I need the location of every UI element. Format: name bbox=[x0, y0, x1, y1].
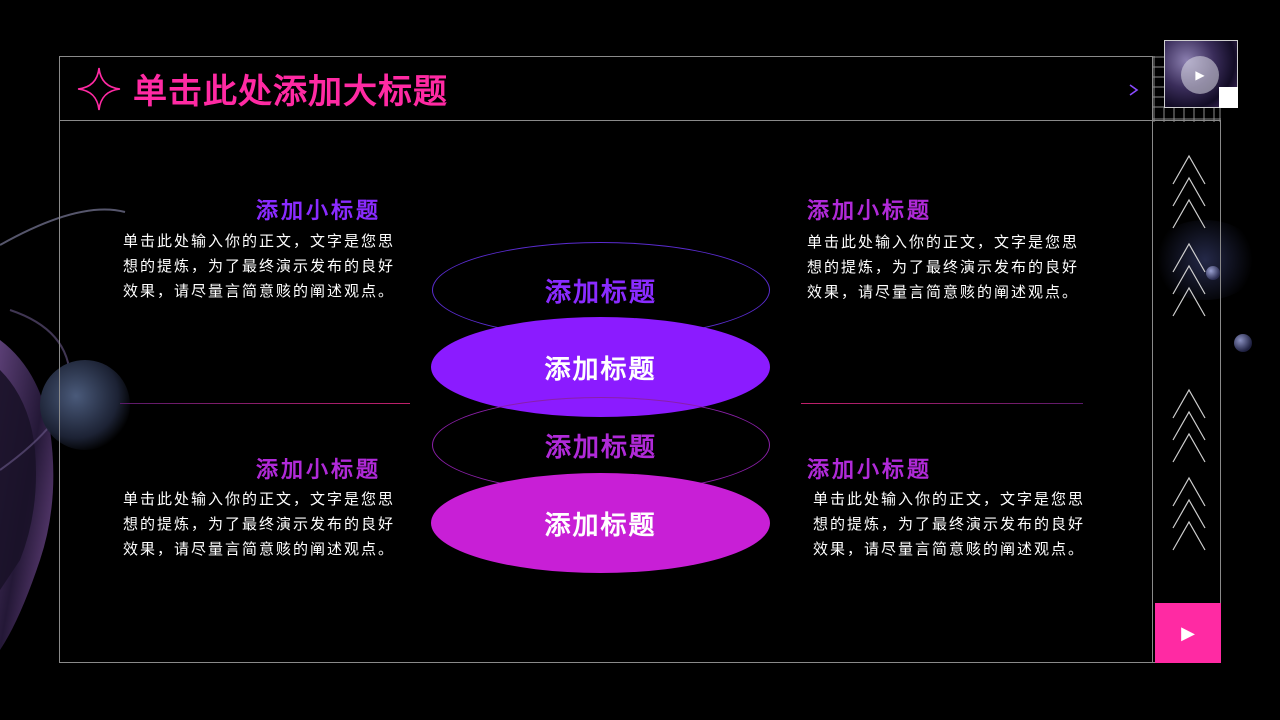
blurred-orb bbox=[40, 360, 130, 450]
chevron-up-icon bbox=[1172, 388, 1206, 551]
left-divider bbox=[120, 403, 410, 404]
body-text-bottom-left: 单击此处输入你的正文，文字是您思想的提炼，为了最终演示发布的良好效果，请尽量言简… bbox=[123, 490, 396, 558]
body-text-bottom-right: 单击此处输入你的正文，文字是您思想的提炼，为了最终演示发布的良好效果，请尽量言简… bbox=[813, 490, 1086, 558]
play-icon[interactable]: ▶ bbox=[1181, 56, 1219, 94]
page-title: 单击此处添加大标题 bbox=[133, 72, 448, 112]
ellipse-fill-bottom: 添加标题 bbox=[431, 473, 770, 573]
ellipse-outline-bottom: 添加标题 bbox=[432, 397, 770, 493]
glow-orb bbox=[1150, 220, 1260, 300]
four-point-star-icon bbox=[77, 67, 121, 111]
subtitle-top-left: 添加小标题 bbox=[256, 199, 382, 224]
subtitle-bottom-left: 添加小标题 bbox=[256, 458, 382, 483]
next-slide-button[interactable]: ▶ bbox=[1155, 603, 1221, 663]
play-triangle-icon: ▶ bbox=[1181, 622, 1195, 644]
arrow-line-decoration bbox=[512, 84, 1139, 96]
small-orb bbox=[1234, 334, 1252, 352]
ellipse-label-fill-top: 添加标题 bbox=[544, 354, 657, 385]
ellipse-label-outline-top: 添加标题 bbox=[544, 277, 657, 308]
play-glyph: ▶ bbox=[1195, 68, 1205, 82]
subtitle-bottom-right: 添加小标题 bbox=[807, 458, 933, 483]
body-text-top-right: 单击此处输入你的正文，文字是您思想的提炼，为了最终演示发布的良好效果，请尽量言简… bbox=[807, 233, 1080, 301]
thumbnail-corner-tab bbox=[1219, 87, 1238, 108]
content-frame bbox=[59, 56, 1153, 663]
header-divider bbox=[59, 120, 1153, 121]
ellipse-label-outline-bottom: 添加标题 bbox=[544, 432, 657, 463]
right-divider bbox=[801, 403, 1083, 404]
small-orb bbox=[1206, 266, 1220, 280]
chevron-up-icon bbox=[1172, 154, 1206, 317]
subtitle-top-right: 添加小标题 bbox=[807, 199, 933, 224]
ellipse-label-fill-bottom: 添加标题 bbox=[544, 510, 657, 541]
body-text-top-left: 单击此处输入你的正文，文字是您思想的提炼，为了最终演示发布的良好效果，请尽量言简… bbox=[123, 232, 396, 300]
